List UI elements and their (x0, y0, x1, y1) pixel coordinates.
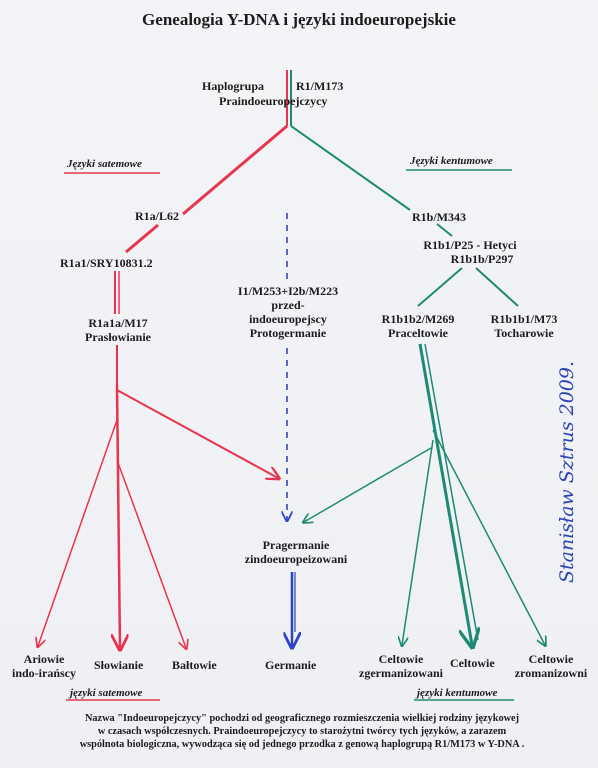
edge-to-ariowie (38, 419, 118, 646)
node-r1a1a: R1a1a/M17 Prasłowianie (70, 316, 166, 344)
edge-root-r1b (290, 125, 411, 211)
leaf-celt-zromanizowni: Celtowie zromanizowni (510, 652, 592, 680)
node-r1b1b2-line2: Praceltowie (388, 326, 448, 340)
group-satem-top: Języki satemowe (67, 158, 142, 170)
footnote-line1: Nazwa "Indoeuropejczycy" pochodzi od geo… (84, 713, 520, 724)
node-pragermanie-line2: zindoeuropeizowani (244, 552, 348, 566)
edge-to-pragermanie-teal (304, 447, 432, 522)
node-r1a1a-line1: R1a1a/M17 (88, 316, 148, 330)
edge-root-r1a (182, 124, 288, 216)
footnote-line3: wspólnota biologiczna, wywodząca się od … (79, 739, 525, 750)
node-r1b1b1-line2: Tocharowie (494, 326, 554, 340)
node-r1b: R1b/M343 (412, 210, 466, 224)
node-r1a: R1a/L62 (135, 209, 180, 223)
node-i-line2: przed- (271, 298, 305, 312)
leaf-germanie: Germanie (265, 658, 317, 672)
edge-r1b1-m73 (475, 267, 519, 307)
node-pragermanie: Pragermanie zindoeuropeizowani (240, 538, 352, 566)
leaf-ariowie-line1: Ariowie (23, 652, 65, 666)
leaf-celtowie: Celtowie (450, 656, 495, 670)
node-r1a1a-line2: Prasłowianie (85, 330, 151, 344)
leaf-celt-zg-line2: zgermanizowani (359, 666, 443, 680)
node-r1b1-line1: R1b1/P25 - Hetyci (423, 238, 517, 252)
node-r1a1: R1a1/SRY10831.2 (60, 256, 153, 270)
node-r1b1b1-line1: R1b1b1/M73 (490, 312, 558, 326)
group-kentum-bottom: języki kentumowe (417, 687, 498, 699)
leaf-celt-zg-line1: Celtowie (378, 652, 424, 666)
root-label-left: Haplogrupa (202, 79, 265, 93)
edge-to-celt-zr (432, 429, 545, 645)
node-r1b1b2: R1b1b2/M269 Praceltowie (372, 312, 464, 340)
edge-to-celt-zg (402, 439, 434, 645)
page-title: Genealogia Y-DNA i języki indoeuropejski… (142, 10, 456, 29)
leaf-celt-zgermanizowani: Celtowie zgermanizowani (354, 652, 448, 680)
node-r1b1b1: R1b1b1/M73 Tocharowie (484, 312, 564, 340)
node-r1b1-line2: R1b1b/P297 (450, 252, 514, 266)
signature-text: Stanisław Sztrus 2009. (556, 361, 578, 583)
author-signature: Stanisław Sztrus 2009. (546, 361, 586, 585)
leaf-ariowie-line2: indo-irańscy (11, 666, 76, 680)
leaf-celt-zr-line2: zromanizowni (514, 666, 588, 680)
edge-to-slowianie (117, 384, 120, 648)
node-r1b1b2-line1: R1b1b2/M269 (381, 312, 455, 326)
edge-to-pragermanie-red (116, 389, 278, 478)
leaf-celt-zr-line1: Celtowie (528, 652, 574, 666)
edge-to-celtowie (418, 343, 472, 645)
group-satem-bottom: języki satemowe (70, 687, 143, 699)
node-i-line3: indoeuropejscy (249, 312, 327, 326)
edge-to-baltowie (116, 459, 186, 648)
edge-r1a-r1a1 (125, 223, 159, 254)
root-label-right: R1/M173 (296, 79, 344, 93)
node-i: I1/M253+I2b/M223 przed- indoeuropejscy P… (222, 284, 354, 340)
edge-r1b-r1b1 (436, 223, 453, 237)
node-i-line1: I1/M253+I2b/M223 (237, 284, 339, 298)
edge-r1b1-m269 (417, 267, 463, 307)
node-pragermanie-line1: Pragermanie (262, 538, 330, 552)
root-label-sub: Praindoeuropejczycy (219, 94, 328, 108)
node-r1b1: R1b1/P25 - Hetyci R1b1b/P297 (408, 238, 532, 266)
footnote-line2: w czasach współczesnych. Praindoeuropejc… (97, 726, 507, 737)
leaf-slowianie: Słowianie (94, 658, 144, 672)
node-i-line4: Protogermanie (249, 326, 327, 340)
group-kentum-top: Języki kentumowe (410, 155, 493, 167)
leaf-baltowie: Bałtowie (172, 658, 217, 672)
leaf-ariowie: Ariowie indo-irańscy (6, 652, 82, 680)
footnote: Nazwa "Indoeuropejczycy" pochodzi od geo… (14, 712, 590, 751)
